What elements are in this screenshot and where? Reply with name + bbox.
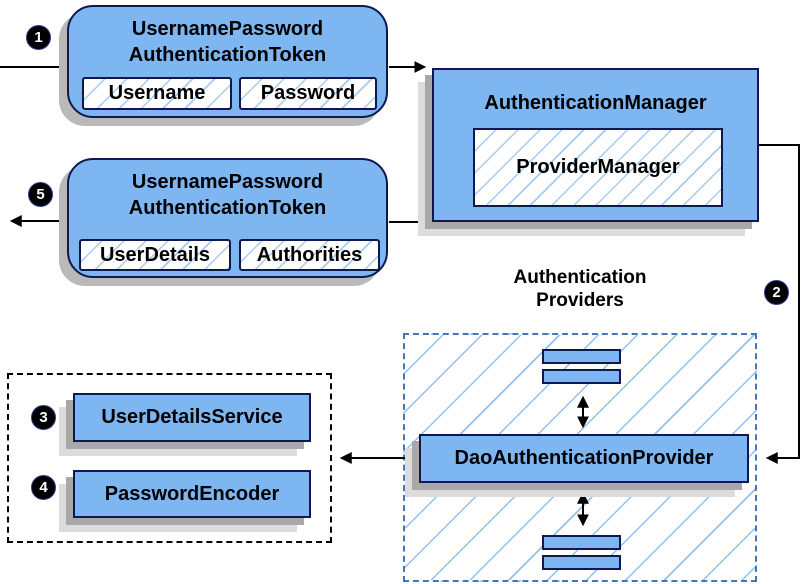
result-token-box: UsernamePassword AuthenticationToken Use… [67, 158, 388, 278]
other-provider-bar-1 [542, 349, 621, 364]
user-details-field: UserDetails [79, 239, 231, 271]
username-field: Username [82, 77, 232, 110]
step-3-badge: 3 [31, 405, 56, 430]
step-2-badge: 2 [764, 280, 789, 305]
authentication-manager-title: AuthenticationManager [484, 92, 707, 114]
services-group [7, 373, 332, 543]
request-token-box: UsernamePassword AuthenticationToken Use… [67, 5, 388, 118]
other-provider-bar-4 [542, 555, 621, 570]
step-4-badge: 4 [31, 475, 56, 500]
password-field: Password [239, 77, 377, 110]
user-details-service-box: UserDetailsService [73, 393, 311, 442]
password-encoder-box: PasswordEncoder [73, 470, 311, 518]
other-provider-bar-2 [542, 369, 621, 384]
request-token-title: UsernamePassword AuthenticationToken [128, 18, 327, 66]
step-1-badge: 1 [26, 25, 51, 50]
provider-manager-box: ProviderManager [473, 128, 723, 207]
dao-authentication-provider-box: DaoAuthenticationProvider [419, 434, 749, 483]
authorities-field: Authorities [239, 239, 380, 271]
result-token-title: UsernamePassword AuthenticationToken [128, 171, 327, 219]
other-provider-bar-3 [542, 535, 621, 550]
step-5-badge: 5 [28, 182, 53, 207]
authentication-manager-box: AuthenticationManager ProviderManager [432, 68, 759, 222]
authentication-providers-heading: Authentication Providers [513, 267, 647, 311]
